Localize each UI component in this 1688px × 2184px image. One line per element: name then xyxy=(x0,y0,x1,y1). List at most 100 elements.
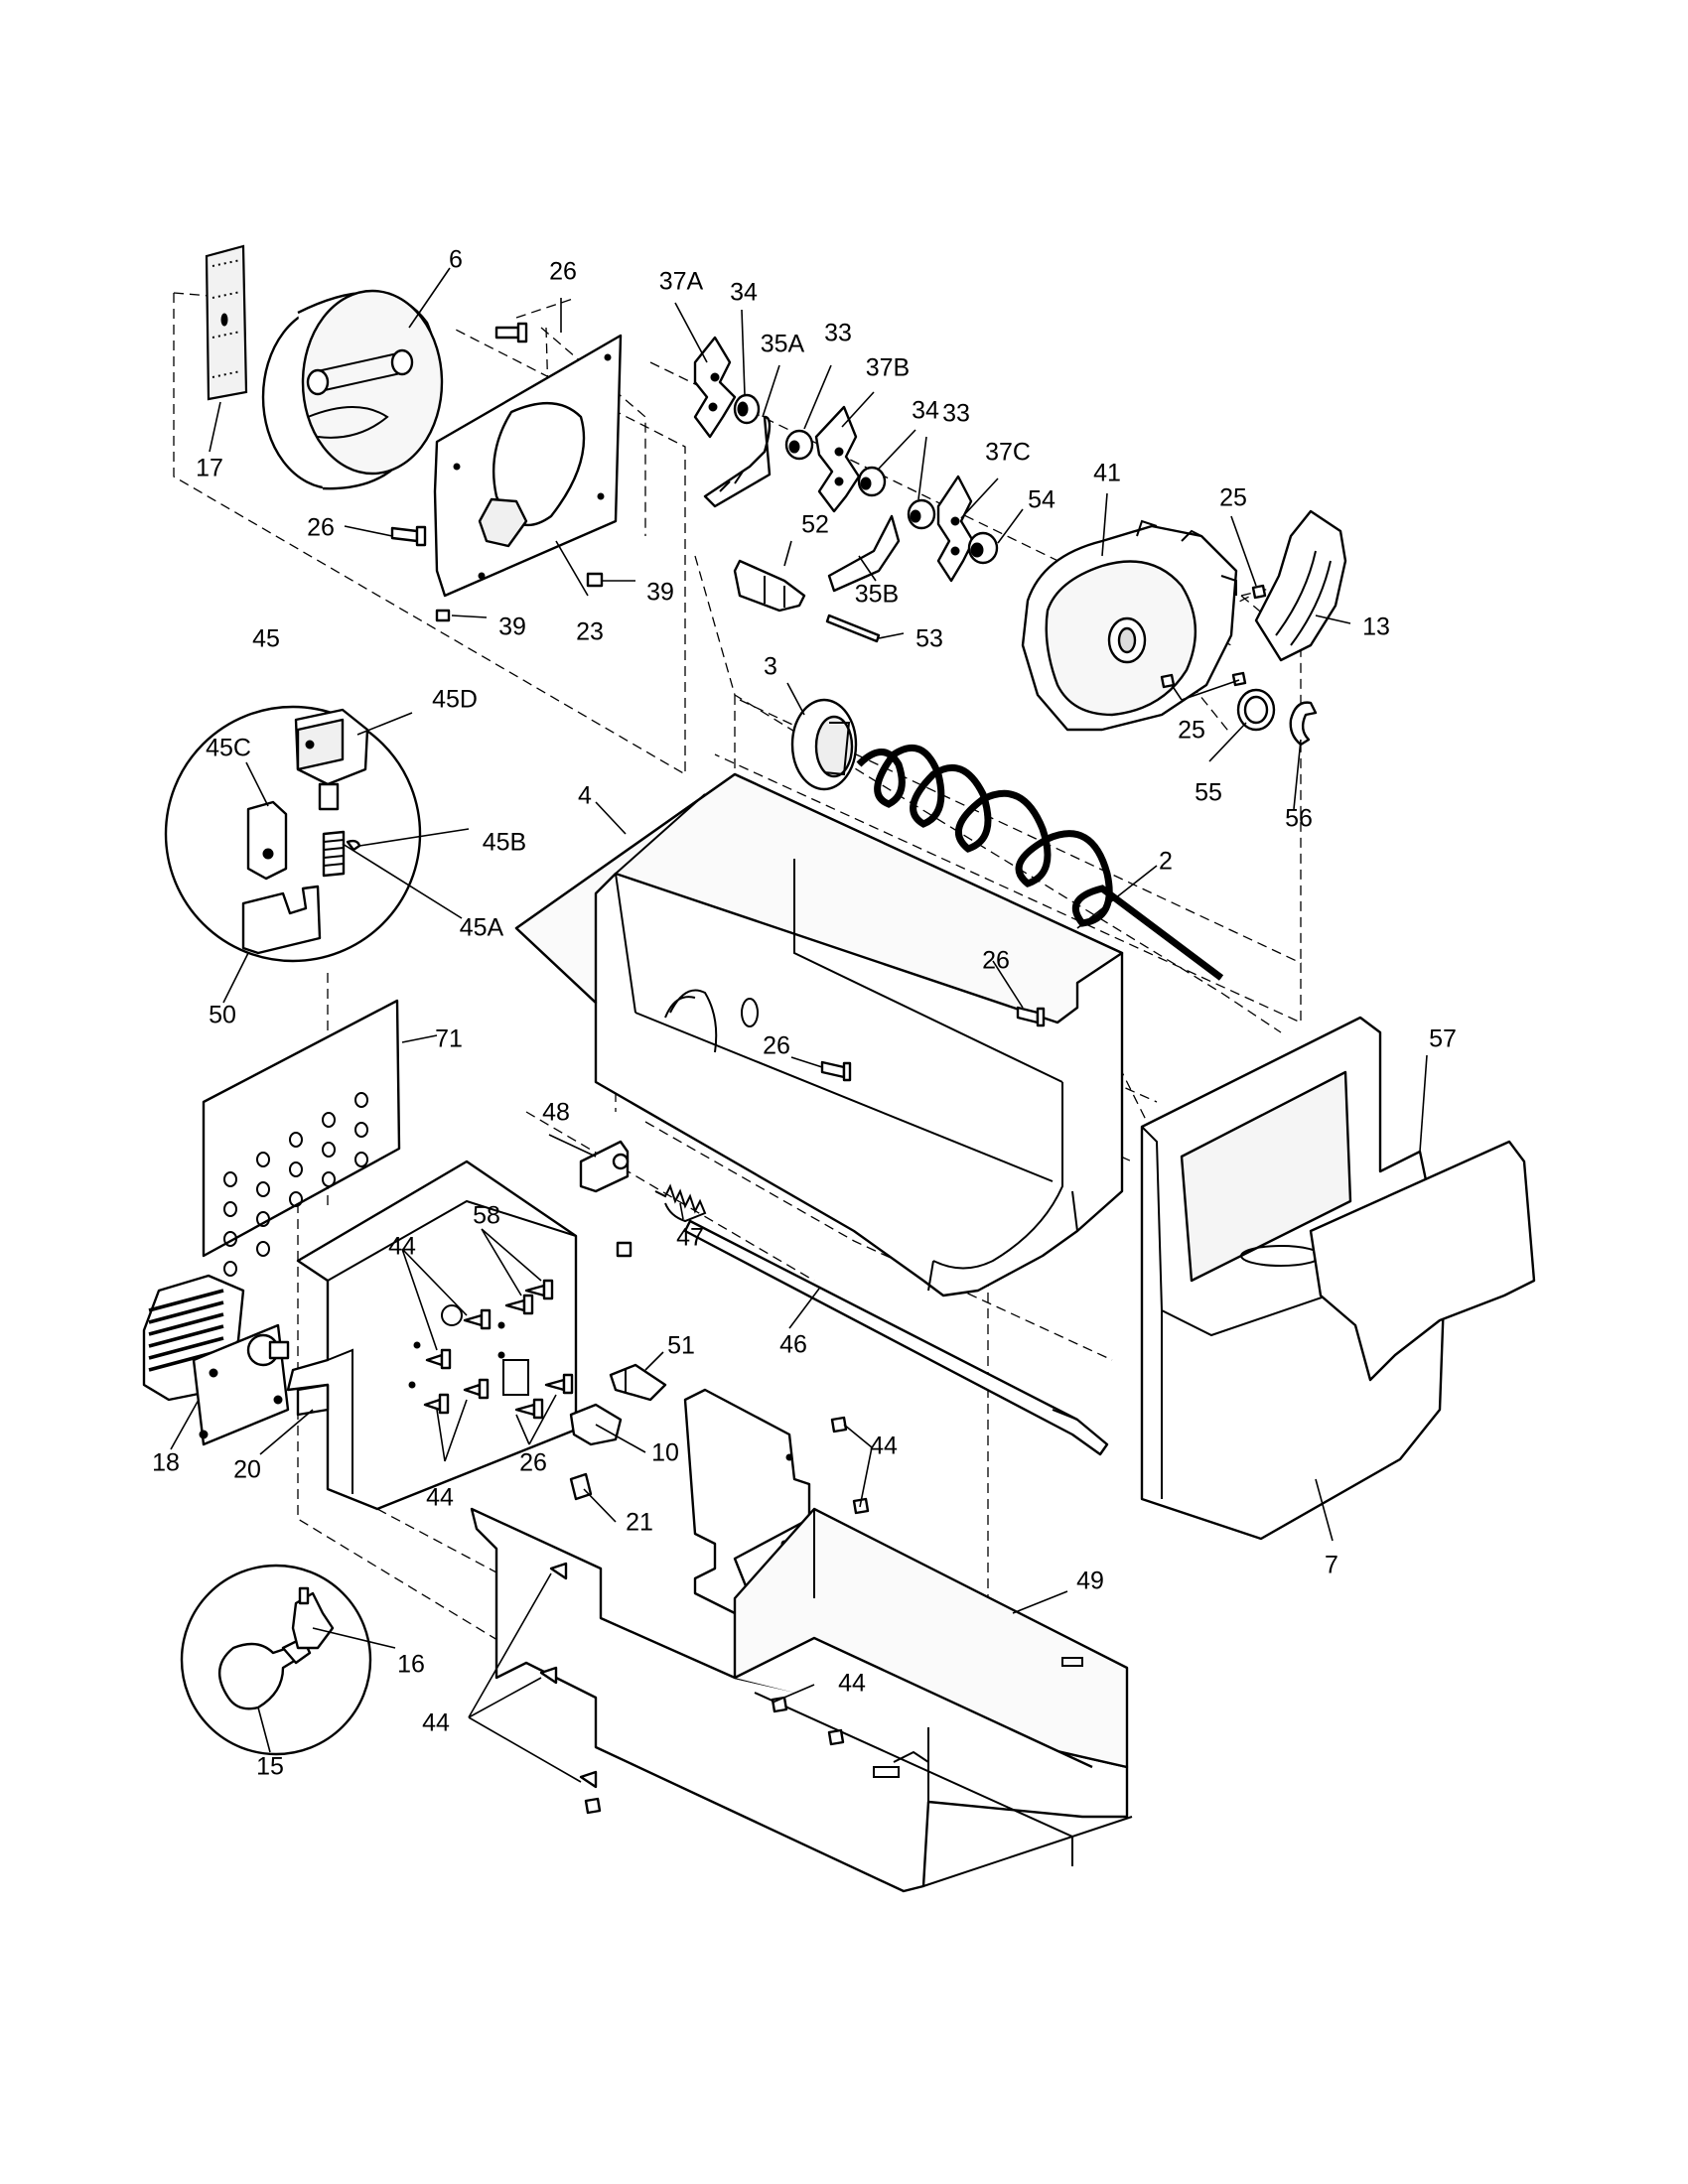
part-15-16-light-bulb xyxy=(180,1564,372,1756)
part-41-motor-housing xyxy=(1021,519,1238,732)
callout-37b: 37B xyxy=(866,354,910,382)
callout-44: 44 xyxy=(426,1484,454,1512)
screen-hole xyxy=(223,1261,237,1277)
callout-45a: 45A xyxy=(460,914,504,942)
callout-34: 34 xyxy=(730,279,758,307)
part-71-holes xyxy=(223,1092,368,1277)
callout-labels: 6 26 37A 34 35A 33 37B 34 33 37C 17 26 2… xyxy=(152,246,1457,1781)
callout-33: 33 xyxy=(942,400,970,428)
callout-58: 58 xyxy=(473,1202,500,1230)
callout-49: 49 xyxy=(1076,1568,1104,1595)
callout-18: 18 xyxy=(152,1449,180,1477)
screen-hole xyxy=(322,1112,336,1128)
screen-hole xyxy=(354,1152,368,1167)
part-23-mounting-plate xyxy=(433,334,623,598)
callout-35a: 35A xyxy=(761,331,805,358)
part-47-spring xyxy=(654,1183,707,1223)
callout-44: 44 xyxy=(838,1670,866,1698)
part-48-bracket xyxy=(579,1140,633,1258)
part-46-lever-rod xyxy=(683,1219,1109,1456)
screen-hole xyxy=(322,1142,336,1158)
part-18-drive-motor xyxy=(142,1274,290,1446)
part-7-front-cover xyxy=(1140,1016,1447,1541)
callout-51: 51 xyxy=(667,1332,695,1360)
screen-hole xyxy=(256,1181,270,1197)
part-57-door-flap xyxy=(1309,1140,1536,1382)
callout-44: 44 xyxy=(422,1709,450,1737)
callout-20: 20 xyxy=(233,1456,261,1484)
part-2-auger-spiral xyxy=(856,744,1224,981)
callout-3: 3 xyxy=(764,653,777,681)
screen-hole xyxy=(354,1122,368,1138)
part-51-actuator xyxy=(609,1363,667,1402)
callout-41: 41 xyxy=(1093,460,1121,487)
callout-71: 71 xyxy=(435,1025,463,1053)
callout-39: 39 xyxy=(646,579,674,607)
screen-hole xyxy=(322,1171,336,1187)
part-3-auger-retainer xyxy=(790,698,858,791)
callout-53: 53 xyxy=(915,625,943,653)
part-21-switch xyxy=(569,1472,593,1501)
callout-34: 34 xyxy=(912,397,939,425)
screen-hole xyxy=(289,1132,303,1148)
screen-hole xyxy=(289,1191,303,1207)
screws-upper-left xyxy=(390,322,604,622)
callout-54: 54 xyxy=(1028,486,1055,514)
callout-26: 26 xyxy=(982,947,1010,975)
callout-26: 26 xyxy=(549,258,577,286)
screen-hole xyxy=(223,1231,237,1247)
callout-15: 15 xyxy=(256,1753,284,1781)
callout-4: 4 xyxy=(578,782,592,810)
callout-26: 26 xyxy=(307,514,335,542)
callout-33: 33 xyxy=(824,320,852,347)
callout-50: 50 xyxy=(209,1002,236,1029)
callout-55: 55 xyxy=(1195,779,1222,807)
callout-7: 7 xyxy=(1325,1552,1338,1579)
screen-hole xyxy=(256,1211,270,1227)
part-49-base-tray xyxy=(470,1507,1133,1893)
screen-hole xyxy=(223,1171,237,1187)
leader-lines xyxy=(170,267,1428,1783)
callout-16: 16 xyxy=(397,1651,425,1679)
callout-13: 13 xyxy=(1362,614,1390,641)
screen-hole xyxy=(256,1241,270,1257)
callout-57: 57 xyxy=(1429,1025,1457,1053)
screws-26-bucket xyxy=(820,1006,1046,1082)
callout-37a: 37A xyxy=(659,268,704,296)
part-4-ice-bucket xyxy=(514,772,1124,1297)
callout-48: 48 xyxy=(542,1099,570,1127)
callout-21: 21 xyxy=(626,1509,653,1537)
screen-hole xyxy=(256,1152,270,1167)
callout-44: 44 xyxy=(870,1433,898,1460)
callout-2: 2 xyxy=(1159,848,1173,876)
parts-25-55-56-13 xyxy=(1160,509,1347,747)
callout-23: 23 xyxy=(576,618,604,646)
callout-26: 26 xyxy=(519,1449,547,1477)
callout-6: 6 xyxy=(449,246,463,274)
screen-hole xyxy=(289,1161,303,1177)
part-45-solenoid-assembly xyxy=(164,705,422,963)
part-71-filter-screen xyxy=(202,999,401,1258)
callout-37c: 37C xyxy=(985,439,1031,467)
callout-45c: 45C xyxy=(206,735,251,762)
part-6-auger-drum xyxy=(261,289,444,490)
callout-25: 25 xyxy=(1219,484,1247,512)
callout-45d: 45D xyxy=(432,686,478,714)
part-17-gasket-strip xyxy=(205,244,248,401)
callout-47: 47 xyxy=(676,1224,704,1252)
callout-45b: 45B xyxy=(483,829,526,857)
screws-motor-bracket xyxy=(408,1279,574,1420)
callout-25: 25 xyxy=(1178,717,1205,745)
callout-52: 52 xyxy=(801,511,829,539)
callout-35b: 35B xyxy=(855,581,899,609)
part-52-clip-and-53-pin xyxy=(733,559,881,643)
screen-hole xyxy=(223,1201,237,1217)
callout-45: 45 xyxy=(252,625,280,653)
callout-39: 39 xyxy=(498,614,526,641)
screen-hole xyxy=(354,1092,368,1108)
callout-44: 44 xyxy=(388,1233,416,1261)
callout-46: 46 xyxy=(779,1331,807,1359)
callout-26: 26 xyxy=(763,1032,790,1060)
parts-linkage-assembly xyxy=(693,336,999,593)
